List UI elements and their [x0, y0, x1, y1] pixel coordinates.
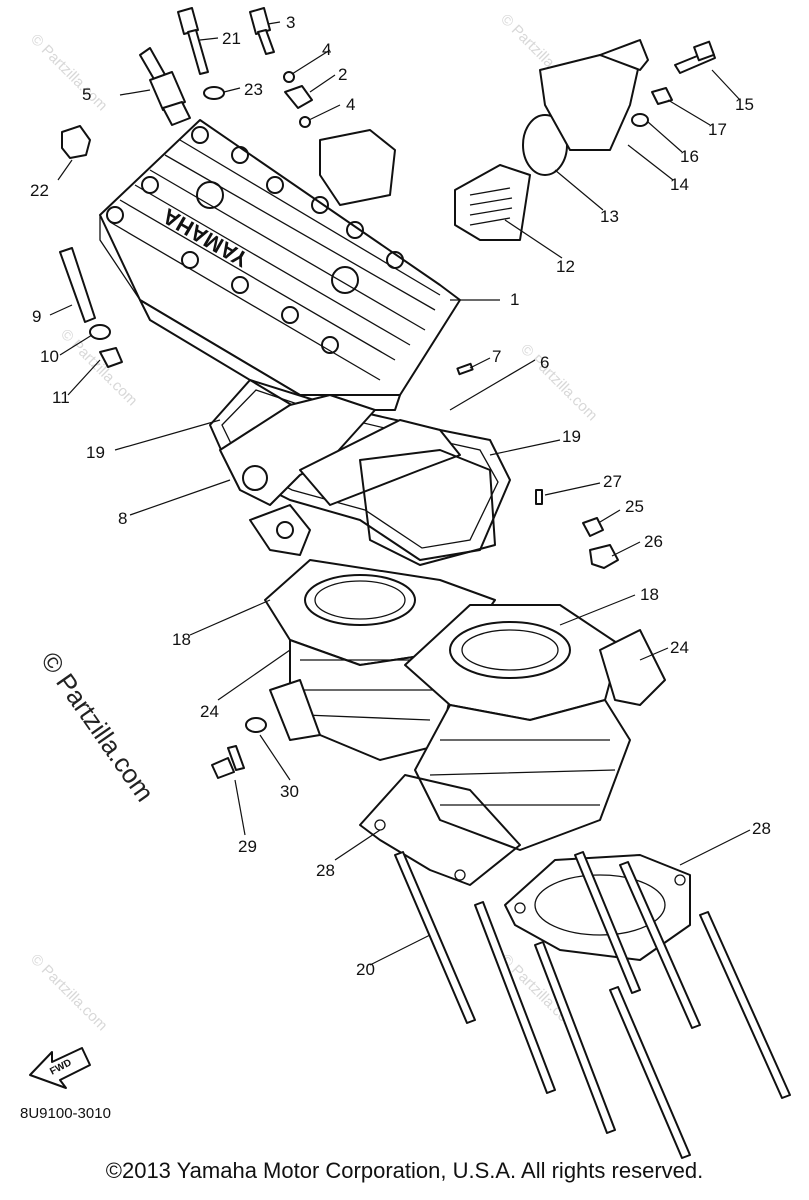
fitting — [284, 85, 313, 109]
gasket-right — [359, 449, 496, 566]
callout-28a: 28 — [316, 861, 335, 880]
callout-30: 30 — [280, 782, 299, 801]
callout-21: 21 — [222, 29, 241, 48]
callout-16: 16 — [680, 147, 699, 166]
dowel-pin — [535, 489, 543, 505]
callout-14: 14 — [670, 175, 689, 194]
bolt-shank — [227, 745, 245, 771]
callout-18a: 18 — [172, 630, 191, 649]
callout-2: 2 — [338, 65, 347, 84]
callout-23: 23 — [244, 80, 263, 99]
callout-11: 11 — [52, 388, 70, 407]
callout-24b: 24 — [670, 638, 689, 657]
callout-6: 6 — [540, 353, 549, 372]
callout-4b: 4 — [346, 95, 355, 114]
callout-13: 13 — [600, 207, 619, 226]
callout-29: 29 — [238, 837, 257, 856]
callout-26: 26 — [644, 532, 663, 551]
callout-19b: 19 — [562, 427, 581, 446]
washer — [245, 717, 267, 733]
callout-5: 5 — [82, 85, 91, 104]
leader-lines — [49, 21, 751, 966]
callout-4a: 4 — [322, 40, 331, 59]
thermostat — [454, 164, 531, 241]
head-bolts — [177, 7, 275, 75]
callout-19a: 19 — [86, 443, 105, 462]
spark-plug — [139, 47, 191, 126]
bolt — [59, 247, 96, 323]
callout-10: 10 — [40, 347, 59, 366]
washer — [631, 113, 649, 127]
fwd-arrow-icon: FWD — [29, 1047, 91, 1089]
callout-25: 25 — [625, 497, 644, 516]
cylinder-right — [404, 604, 666, 851]
watermark: © Partzilla.com — [27, 951, 110, 1034]
studs — [394, 851, 791, 1159]
o-ring — [283, 71, 295, 83]
nut — [61, 125, 91, 159]
callout-9: 9 — [32, 307, 41, 326]
copyright-notice: ©2013 Yamaha Motor Corporation, U.S.A. A… — [105, 1158, 704, 1183]
callout-17: 17 — [708, 120, 727, 139]
dowel-pin — [456, 362, 474, 376]
callout-1: 1 — [510, 290, 519, 309]
callout-3: 3 — [286, 13, 295, 32]
cap — [582, 517, 604, 537]
watermarks: © Partzilla.com © Partzilla.com © Partzi… — [27, 11, 600, 1034]
callout-24a: 24 — [200, 702, 219, 721]
nut — [99, 347, 123, 368]
callout-8: 8 — [118, 509, 127, 528]
callout-7: 7 — [492, 347, 501, 366]
callout-18b: 18 — [640, 585, 659, 604]
nut — [589, 544, 619, 569]
callout-15: 15 — [735, 95, 754, 114]
callout-22: 22 — [30, 181, 49, 200]
o-ring — [299, 116, 311, 128]
washer — [89, 324, 111, 340]
side-watermark: © Partzilla.com — [35, 646, 160, 807]
callout-27: 27 — [603, 472, 622, 491]
watermark: © Partzilla.com — [517, 341, 600, 424]
callout-28b: 28 — [752, 819, 771, 838]
washer — [203, 86, 225, 100]
thermostat-cover — [539, 54, 641, 151]
watermark: © Partzilla.com — [27, 31, 110, 114]
callout-12: 12 — [556, 257, 575, 276]
nut — [651, 87, 673, 105]
diagram-code: 8U9100-3010 — [20, 1105, 111, 1122]
cylinder-head: YAMAHA — [99, 119, 461, 411]
bolt — [211, 757, 235, 779]
water-jacket-cover — [219, 394, 461, 556]
callouts: 5 21 3 23 4 2 4 22 9 10 11 15 17 16 14 1… — [30, 13, 771, 979]
callout-20: 20 — [356, 960, 375, 979]
